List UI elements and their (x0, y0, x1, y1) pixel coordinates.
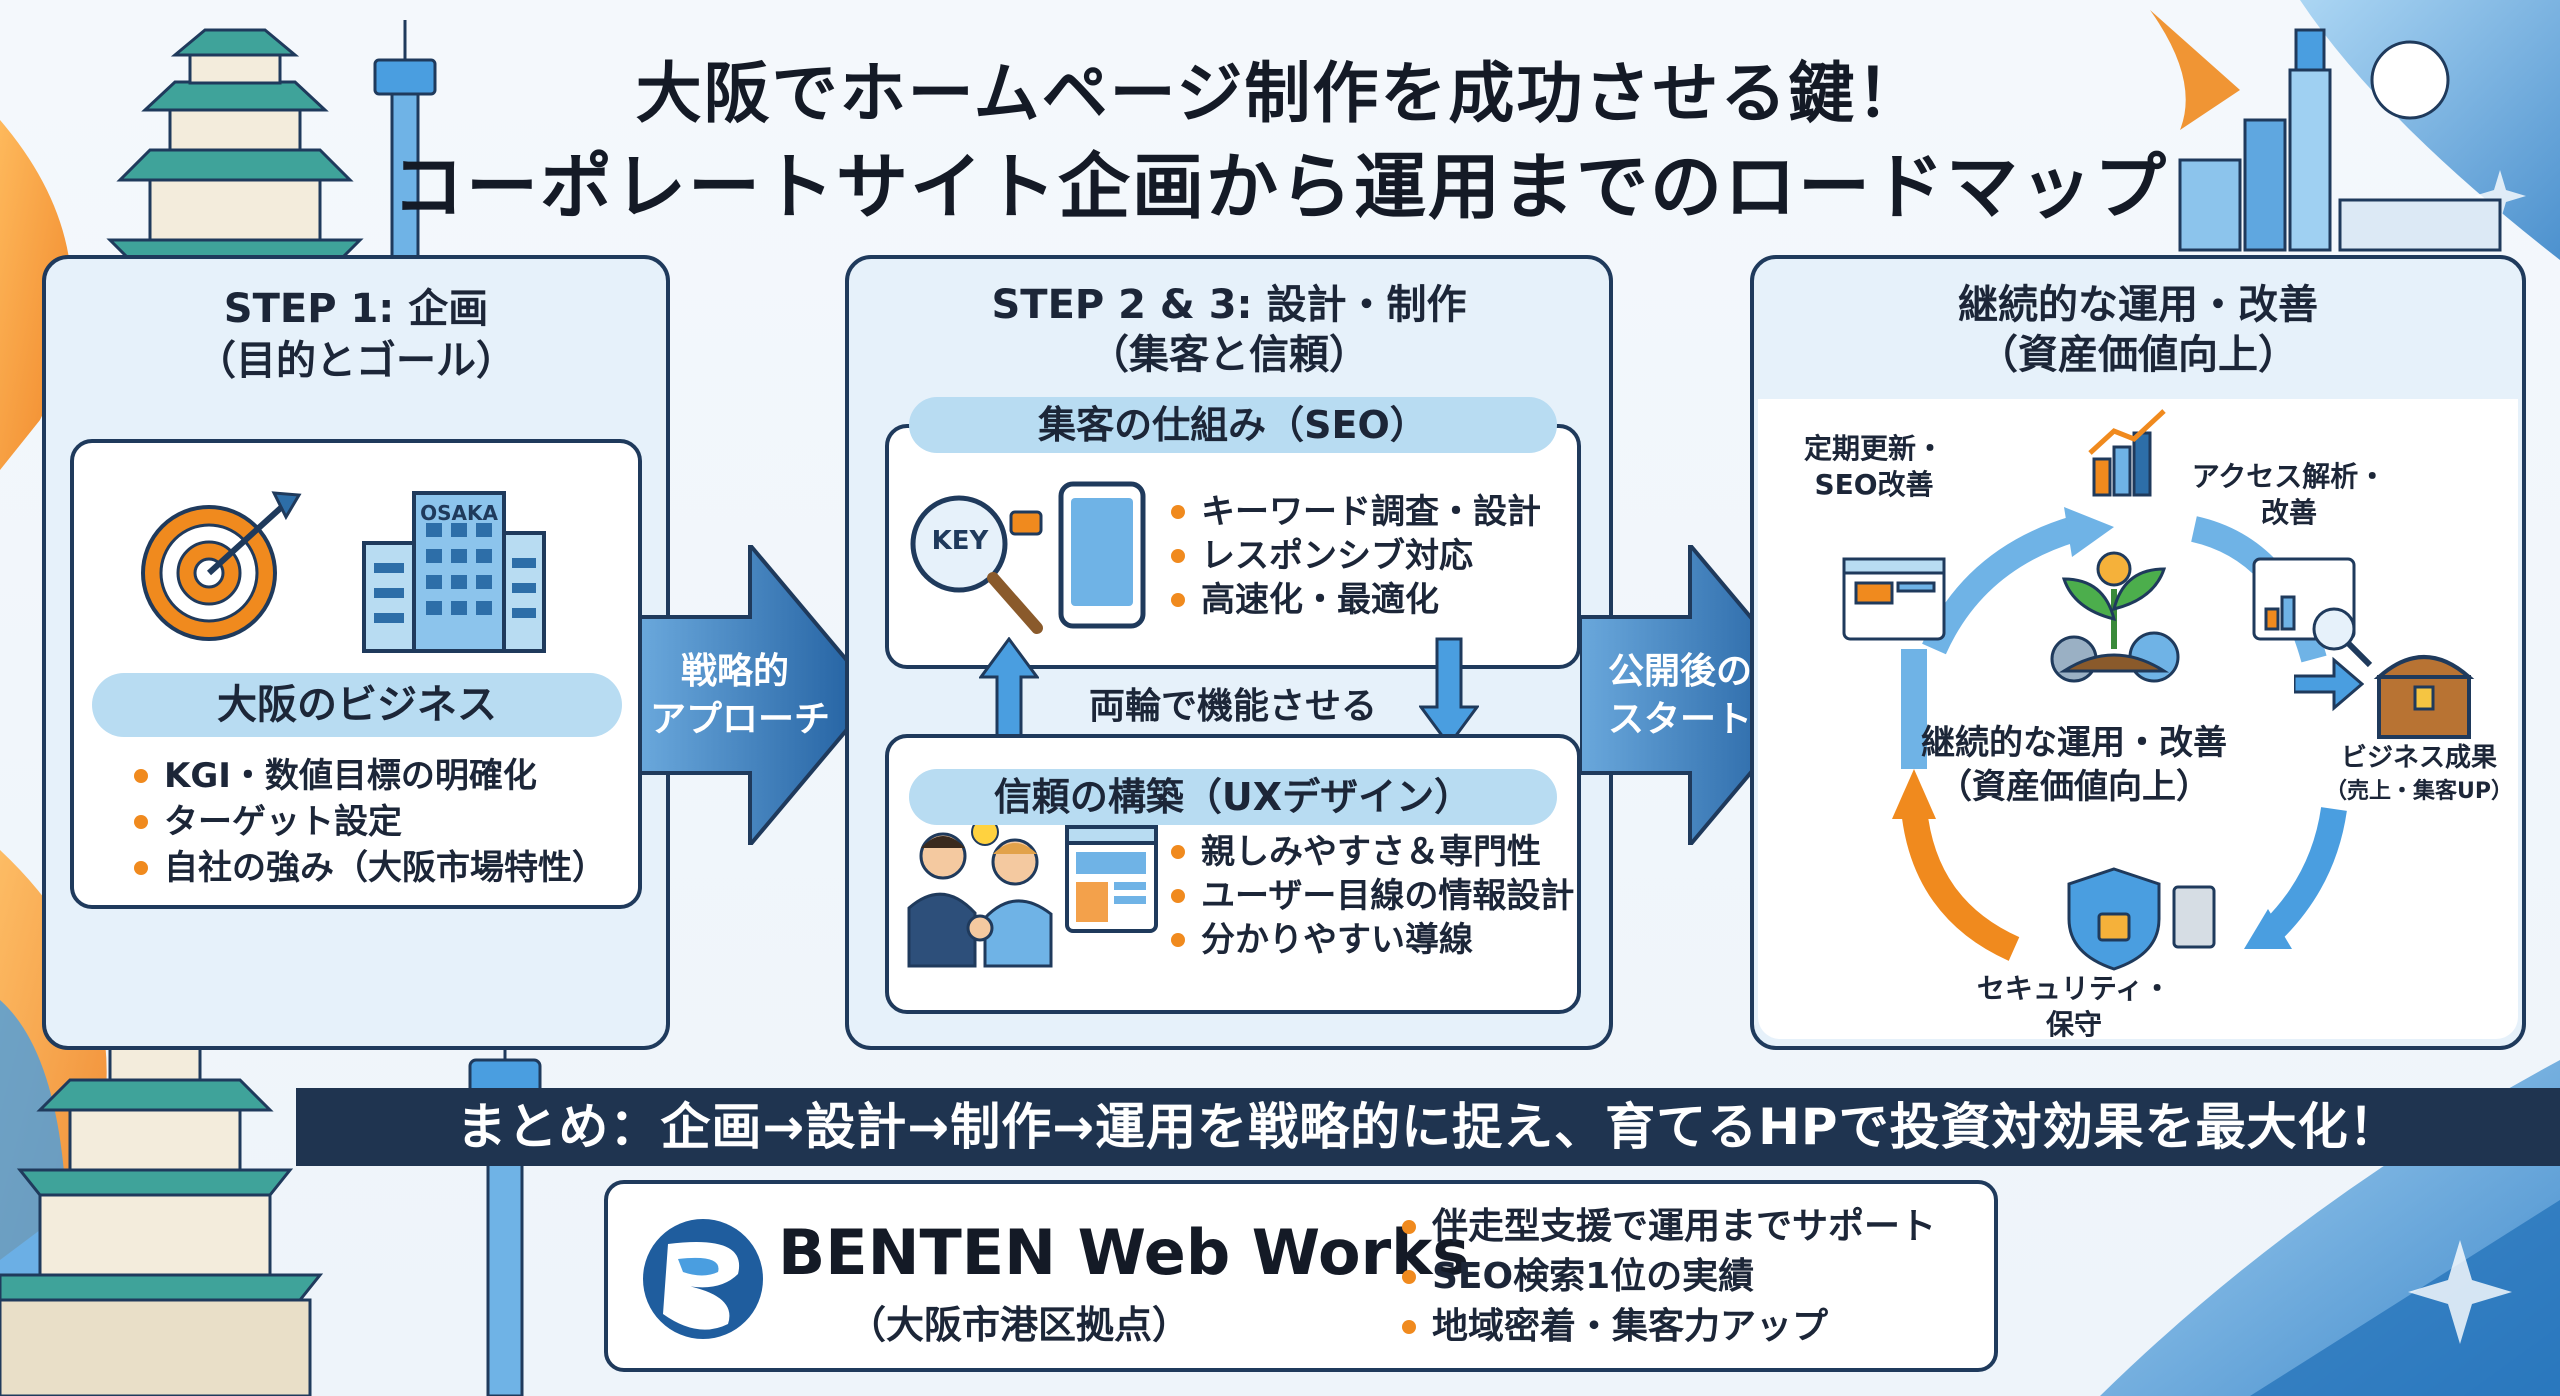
arrow1-label-line2: アプローチ (649, 699, 830, 740)
list-item: ターゲット設定 (130, 799, 606, 845)
growth-chart-icon (2088, 409, 2166, 497)
building-sign: OSAKA (420, 501, 498, 525)
up-arrow-icon (979, 637, 1039, 747)
ux-pill: 信頼の構築（UXデザイン） (909, 769, 1557, 825)
key-label: KEY (931, 526, 989, 556)
cycle-label-analytics-line2: 改善 (2260, 496, 2317, 529)
step1-panel: STEP 1: 企画 （目的とゴール） OSAKA 大阪のビジネス (42, 255, 670, 1050)
page-title-line2: コーポレートサイト企画から運用までのロードマップ (391, 145, 2168, 229)
step1-bullet-list: KGI・数値目標の明確化 ターゲット設定 自社の強み（大阪市場特性） (130, 753, 606, 891)
list-item: キーワード調査・設計 (1167, 490, 1541, 534)
cycle-label-security-line1: セキュリティ・ (1976, 972, 2172, 1005)
list-item: KGI・数値目標の明確化 (130, 753, 606, 799)
step1-heading-line2: （目的とゴール） (196, 338, 516, 384)
list-item: 地域密着・集客力アップ (1398, 1302, 1936, 1352)
operation-panel: 継続的な運用・改善 （資産価値向上） (1750, 255, 2526, 1050)
cycle-label-update-line2: SEO改善 (1814, 468, 1934, 501)
castle-bottom-illustration (0, 1003, 324, 1396)
cycle-center-line2: （資産価値向上） (1938, 767, 2210, 807)
cycle-label-security: セキュリティ・ 保守 (1954, 971, 2194, 1043)
operation-heading-line1: 継続的な運用・改善 (1958, 282, 2318, 328)
company-feature-list: 伴走型支援で運用までサポート SEO検索1位の実績 地域密着・集客力アップ (1398, 1202, 1936, 1352)
summary-bar: まとめ：企画→設計→制作→運用を戦略的に捉え、育てるHPで投資対効果を最大化！ (296, 1088, 2560, 1166)
business-result-line2: （売上・集客UP） (2325, 779, 2513, 804)
monitor-update-icon (1842, 557, 1946, 641)
list-item: 親しみやすさ＆専門性 (1167, 830, 1574, 874)
list-item: 分かりやすい導線 (1167, 918, 1574, 962)
seo-pill: 集客の仕組み（SEO） (909, 397, 1557, 453)
list-item: SEO検索1位の実績 (1398, 1252, 1936, 1302)
handshake-people-icon (907, 818, 1053, 968)
company-box: BENTEN Web Works （大阪市港区拠点） 伴走型支援で運用までサポー… (604, 1180, 1998, 1372)
list-item: 高速化・最適化 (1167, 578, 1541, 622)
tower-bottom-illustration (468, 1000, 542, 1396)
step23-heading-line1: STEP 2 & 3: 設計・制作 (991, 282, 1467, 328)
cycle-label-analytics: アクセス解析・ 改善 (2174, 459, 2404, 531)
middle-label: 両輪で機能させる (1088, 686, 1377, 727)
strategic-approach-arrow (640, 545, 879, 845)
company-location: （大阪市港区拠点） (848, 1303, 1191, 1347)
step1-heading-line1: STEP 1: 企画 (223, 286, 489, 332)
security-shield-icon (2067, 867, 2216, 971)
seo-box: KEY キーワード調査・設計 レスポンシブ対応 高速化・最適化 (885, 424, 1581, 669)
benten-logo-icon (643, 1219, 763, 1339)
smartphone-icon (1058, 481, 1146, 629)
cycle-label-update: 定期更新・ SEO改善 (1774, 431, 1974, 503)
osaka-building-icon (362, 491, 546, 653)
city-skyline-illustration (2178, 28, 2502, 252)
treasure-chest-icon (2373, 655, 2475, 739)
osaka-castle-illustration (106, 28, 364, 262)
osaka-business-pill: 大阪のビジネス (92, 673, 622, 737)
cycle-label-security-line2: 保守 (2045, 1008, 2102, 1041)
improvement-cycle-diagram (1842, 409, 2373, 971)
arrow2-label-line1: 公開後の (1607, 651, 1752, 692)
down-arrow-icon (1419, 637, 1479, 747)
plant-gears-icon (2050, 551, 2180, 683)
analytics-magnifier-icon (2252, 557, 2373, 668)
magnifier-key-icon (910, 495, 1043, 634)
tsutenkaku-tower-illustration (373, 20, 437, 262)
result-arrow-icon (2294, 656, 2364, 712)
target-icon (141, 491, 302, 641)
step1-content-box: OSAKA 大阪のビジネス KGI・数値目標の明確化 ターゲット設定 自社の強み… (70, 439, 642, 909)
arrow1-label-line1: 戦略的 (680, 651, 789, 692)
list-item: レスポンシブ対応 (1167, 534, 1541, 578)
step23-panel: STEP 2 & 3: 設計・制作 （集客と信頼） KEY キーワード調査・設計… (845, 255, 1613, 1050)
business-result-line1: ビジネス成果 (2340, 743, 2497, 773)
page-title-line1: 大阪でホームページ制作を成功させる鍵！ (635, 55, 1925, 132)
step23-heading-line2: （集客と信頼） (1089, 332, 1369, 378)
list-item: ユーザー目線の情報設計 (1167, 874, 1574, 918)
webpage-layout-icon (1065, 825, 1158, 933)
business-result-label: ビジネス成果 （売上・集客UP） (2319, 741, 2519, 809)
operation-heading-line2: （資産価値向上） (1978, 332, 2298, 378)
cycle-center-line1: 継続的な運用・改善 (1921, 723, 2227, 763)
list-item: 自社の強み（大阪市場特性） (130, 845, 606, 891)
arrow2-label-line2: スタート (1607, 699, 1752, 740)
list-item: 伴走型支援で運用までサポート (1398, 1202, 1936, 1252)
seo-bullet-list: キーワード調査・設計 レスポンシブ対応 高速化・最適化 (1167, 490, 1541, 622)
ux-bullet-list: 親しみやすさ＆専門性 ユーザー目線の情報設計 分かりやすい導線 (1167, 830, 1574, 962)
cycle-label-analytics-line1: アクセス解析・ (2191, 460, 2387, 493)
cycle-label-update-line1: 定期更新・ (1803, 432, 1944, 465)
company-name: BENTEN Web Works (778, 1216, 1470, 1289)
cycle-center-label: 継続的な運用・改善 （資産価値向上） (1894, 721, 2254, 809)
